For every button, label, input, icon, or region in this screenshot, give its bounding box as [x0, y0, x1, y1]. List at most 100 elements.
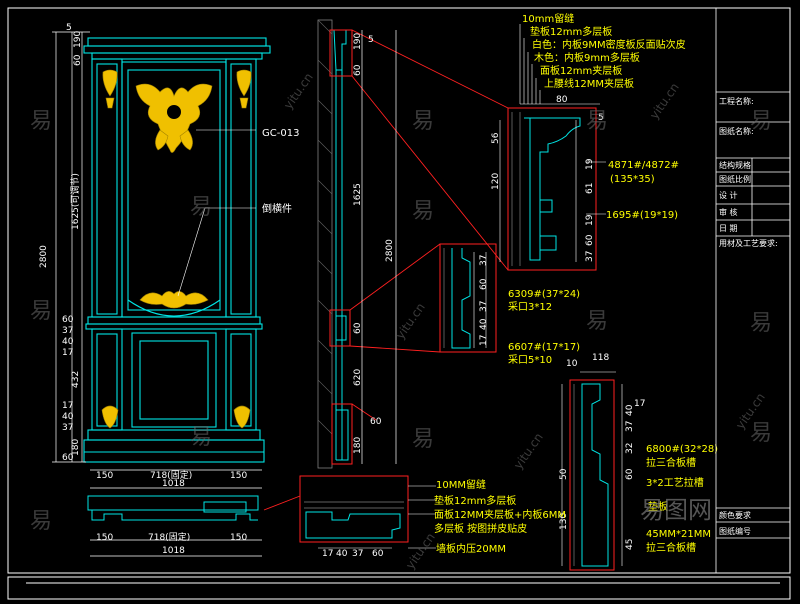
plan-dimension-lines: [90, 539, 262, 557]
d2-dim-40: 40: [479, 318, 489, 330]
elev-dim-total: 2800: [39, 245, 49, 268]
section-dim-1625: 1625: [353, 183, 363, 206]
tb-row-review: 审 核: [719, 207, 738, 217]
d3-note-3: 垫板: [648, 500, 668, 513]
d2-note-3: 采口5*10: [508, 354, 552, 366]
plinth-ornament-right: [233, 405, 251, 429]
elev-dim-panel: 1625(可调节): [70, 173, 81, 230]
tb-row-scale: 图纸比例: [719, 174, 751, 184]
d2-dim-37a: 37: [479, 301, 489, 312]
elev-dim-top-60: 60: [73, 54, 83, 66]
detail-2-dimension-lines: [473, 252, 487, 348]
watermark-glyph: 易: [750, 421, 772, 446]
daotiao-label: 倒横件: [262, 202, 292, 215]
tb-row-drawing: 图纸名称:: [719, 126, 754, 136]
watermark-site: yitu.cn: [511, 430, 546, 471]
elev-dim-mid-40: 40: [62, 337, 74, 347]
detail-3-plinth: [569, 379, 615, 571]
elev-dim-mid-60: 60: [62, 315, 74, 325]
lower-swag-ornament: [139, 291, 209, 309]
watermark-logo: 易图网: [640, 496, 712, 524]
d3-dim-37: 37: [625, 421, 635, 432]
d2-note-0: 6309#(37*24): [508, 289, 580, 300]
title-block: [715, 8, 790, 573]
d3-dim-50: 50: [559, 468, 569, 480]
watermark-glyph: 易: [412, 109, 434, 134]
plan-note-4: 墙板内压20MM: [436, 542, 506, 555]
detail-1-cornice: [507, 107, 597, 271]
watermark-glyph: 易: [30, 109, 52, 134]
watermark-glyph: 易: [586, 109, 608, 134]
plan-detail-dim-37: 37: [352, 549, 363, 559]
top-note-1: 垫板12mm多层板: [530, 25, 612, 38]
plan-detail-dim-60: 60: [372, 549, 384, 559]
watermark-glyph: 易: [412, 199, 434, 224]
plan-note-3: 多层板 按图拼皮贴皮: [434, 522, 527, 535]
d3-note-1: 拉三合板槽: [646, 456, 696, 469]
tb-row-number: 图纸编号: [719, 526, 751, 536]
section-dim-620: 620: [353, 369, 363, 386]
sheet-frame: [7, 7, 791, 600]
d3-note-4: 45MM*21MM: [646, 529, 711, 540]
top-dim-80: 80: [556, 95, 568, 105]
top-note-2: 白色：内板9MM密度板反面贴次皮: [532, 38, 686, 51]
plan-dim-right: 150: [230, 533, 247, 543]
elev-dim-low-60: 60: [62, 453, 74, 463]
section-dim-190: 190: [353, 33, 363, 50]
top-note-3: 木色：内板9mm多层板: [534, 51, 640, 64]
d1-dim-60: 60: [585, 234, 595, 246]
elev-dim-top-190: 190: [73, 31, 83, 48]
elev-dim-low-17: 17: [62, 401, 73, 411]
d1-note-2: 1695#(19*19): [606, 210, 678, 221]
elev-dim-bottom-total: 1018: [162, 479, 185, 489]
door-elevation: [83, 37, 271, 463]
tb-row-date: 日 期: [719, 224, 738, 233]
gc-label: GC-013: [262, 128, 299, 139]
plinth-ornament-left: [101, 405, 119, 429]
d1-dim-61: 61: [585, 183, 595, 194]
d1-dim-120: 120: [491, 173, 501, 190]
watermark-glyph: 易: [412, 427, 434, 452]
d1-note-0: 4871#/4872#: [608, 160, 679, 171]
section-dim-low-60: 60: [353, 322, 363, 334]
watermark-glyph: 易: [750, 311, 772, 336]
watermark-glyph: 易: [750, 109, 772, 134]
plan-dim-center: 718(固定): [148, 531, 190, 543]
watermark-glyph: 易: [30, 299, 52, 324]
tb-row-project: 工程名称:: [719, 96, 754, 106]
plan-dim-left: 150: [96, 533, 113, 543]
d3-dim-10: 10: [566, 359, 578, 369]
elev-dim-bottom-center: 718(固定): [150, 469, 192, 481]
elev-dim-bottom-right: 150: [230, 471, 247, 481]
d3-dim-32: 32: [625, 443, 635, 454]
elev-dim-mid-37: 37: [62, 326, 73, 336]
d1-dim-19a: 19: [585, 158, 595, 170]
plan-note-1: 垫板12mm多层板: [434, 494, 516, 507]
section-dim-low-60b: 60: [370, 417, 382, 427]
elev-dim-bottom-left: 150: [96, 471, 113, 481]
door-ornaments: [101, 69, 252, 429]
plan-note-2: 面板12MM夹层板+内板6MM: [434, 508, 566, 521]
watermark-site: yitu.cn: [393, 300, 428, 341]
d2-dim-37b: 37: [479, 255, 489, 266]
d3-note-5: 拉三合板槽: [646, 541, 696, 554]
section-dim-60: 60: [353, 64, 363, 76]
d1-dim-19b: 19: [585, 214, 595, 226]
plan-note-0: 10MM留缝: [436, 478, 486, 491]
elev-dim-top-5: 5: [66, 23, 72, 33]
detail-2-mid-rail: [439, 243, 497, 353]
tb-row-material: 用材及工艺要求:: [719, 238, 778, 248]
tb-row-design: 设 计: [719, 190, 738, 200]
d3-note-2: 3*2工艺拉槽: [646, 476, 704, 489]
d1-dim-5: 5: [598, 113, 604, 123]
pilaster-ornament-left: [102, 69, 118, 109]
d3-note-0: 6800#(32*28): [646, 444, 718, 455]
plan-detail-dim-17: 17: [322, 549, 333, 559]
pilaster-ornament-right: [236, 69, 252, 109]
detail-3-dimension-lines: [561, 371, 623, 566]
d1-dim-56: 56: [491, 132, 501, 144]
d2-note-2: 6607#(17*17): [508, 342, 580, 353]
elev-dim-low-37: 37: [62, 423, 73, 433]
